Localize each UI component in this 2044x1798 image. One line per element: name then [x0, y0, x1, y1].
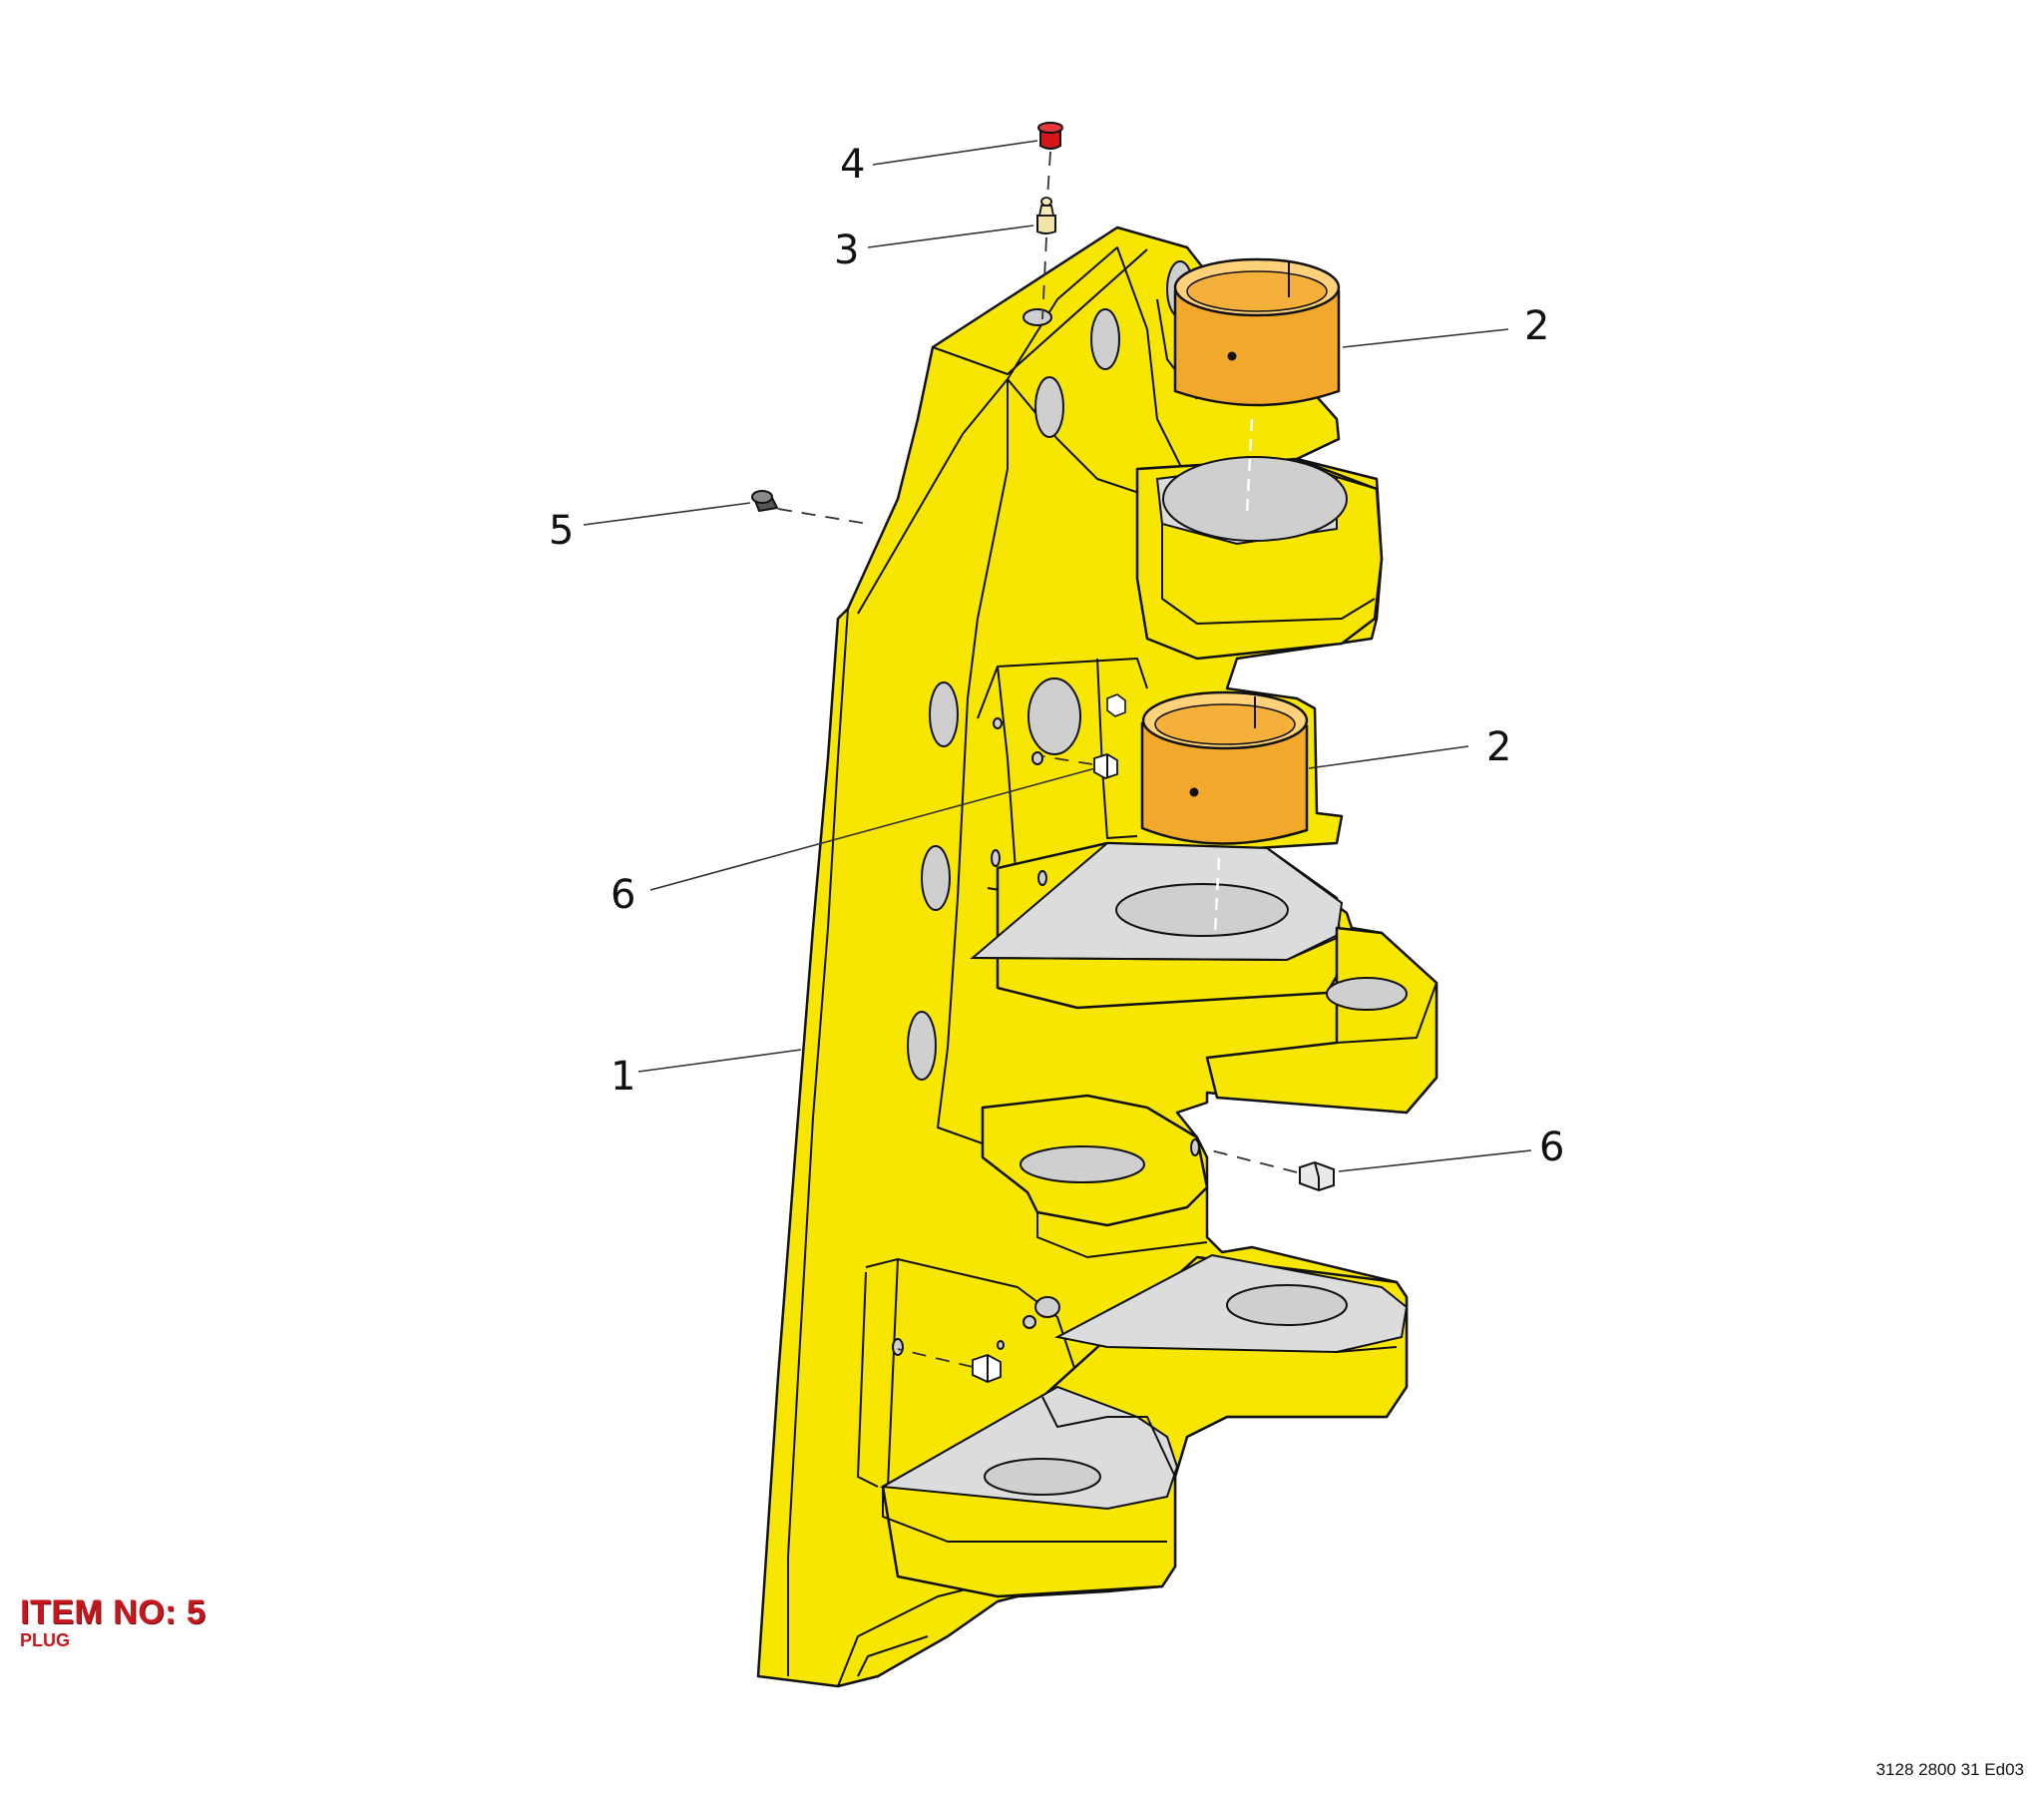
callout-4: 4: [840, 142, 865, 188]
callout-1: 1: [611, 1054, 635, 1100]
callout-6-right: 6: [1539, 1124, 1564, 1170]
middle-lug: [970, 841, 1344, 1010]
face-bolt-upper: [1106, 693, 1126, 717]
item-number-title: ITEM NO: 5: [20, 1593, 206, 1631]
item-label-block: ITEM NO: 5 PLUG: [20, 1594, 205, 1650]
item-description: PLUG: [20, 1630, 71, 1650]
plug-cap: [1037, 122, 1063, 150]
leader-lines: [583, 140, 1532, 1172]
upper-lug: [1135, 456, 1384, 661]
middle-bushing: [1140, 690, 1309, 845]
face-bolt-lower: [972, 1354, 1002, 1383]
callout-6-left: 6: [611, 872, 635, 918]
callout-5: 5: [549, 508, 574, 554]
plug-item-5: [751, 490, 779, 513]
lower-lug-pair: [879, 1253, 1409, 1598]
assembly-lines: [777, 151, 1298, 1368]
callout-3: 3: [834, 227, 859, 273]
face-holes: [892, 260, 1200, 1356]
document-reference: 3128 2800 31 Ed03: [1875, 1760, 2024, 1779]
callout-2-upper: 2: [1524, 303, 1549, 349]
upper-bushing: [1173, 257, 1341, 407]
callout-2-middle: 2: [1486, 724, 1511, 770]
face-bolt-middle: [1093, 753, 1118, 779]
grease-nipple: [1036, 197, 1056, 234]
lower-middle-lug: [981, 1094, 1209, 1258]
side-lug: [1205, 926, 1438, 1115]
screw-right: [1299, 1160, 1335, 1192]
